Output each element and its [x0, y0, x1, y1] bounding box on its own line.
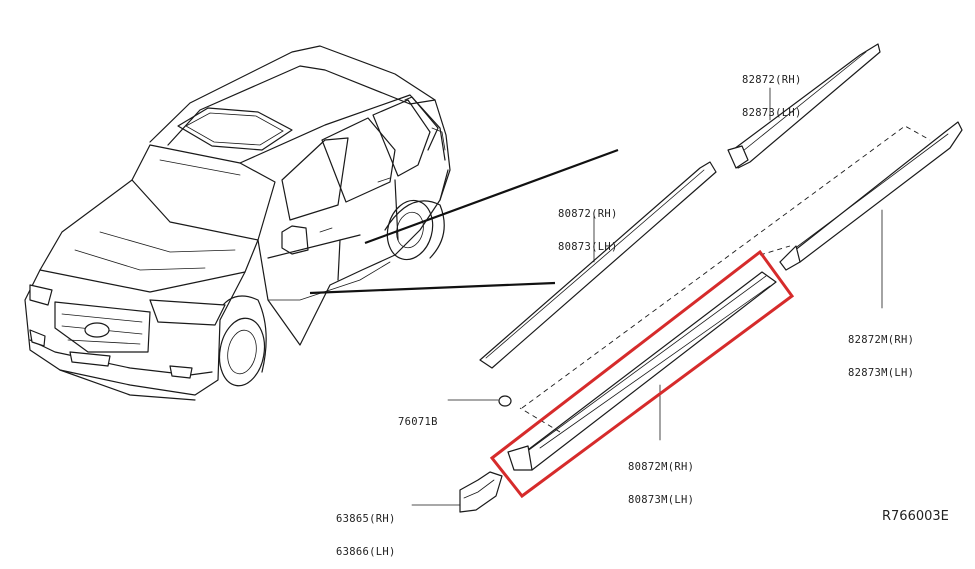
part-rh-80872m: 80872M(RH): [628, 461, 695, 473]
label-80872: 80872(RH) 80873(LH): [558, 187, 618, 264]
part-lh-63866: 63866(LH): [336, 546, 396, 558]
label-80872m: 80872M(RH) 80873M(LH): [628, 440, 694, 517]
bracket-63865: [411, 471, 503, 513]
part-lh-82873m: 82873M(LH): [848, 367, 915, 379]
part-lh-82873: 82873(LH): [742, 107, 802, 119]
part-lh-80873: 80873(LH): [558, 241, 618, 253]
part-lh-80873m: 80873M(LH): [628, 494, 695, 506]
molding-upper-front: [479, 161, 717, 369]
clip-76071b: [447, 395, 512, 407]
part-code-76071b: 76071B: [398, 416, 438, 428]
label-76071b: 76071B: [398, 395, 438, 439]
vehicle-illustration: [24, 45, 451, 401]
assembly-dashed-outline: [519, 125, 931, 433]
molding-upper-rear: [727, 43, 881, 169]
part-rh-80872: 80872(RH): [558, 208, 618, 220]
label-82872m: 82872M(RH) 82873M(LH): [848, 313, 914, 390]
label-63865: 63865(RH) 63866(LH): [336, 492, 396, 569]
part-rh-82872m: 82872M(RH): [848, 334, 915, 346]
reference-code: R766003E: [882, 509, 949, 524]
highlight-box: [489, 249, 795, 499]
direction-arrows: [309, 148, 619, 295]
label-82872: 82872(RH) 82873(LH): [742, 53, 802, 130]
part-rh-63865: 63865(RH): [336, 513, 396, 525]
part-rh-82872: 82872(RH): [742, 74, 802, 86]
molding-lower-rear: [779, 121, 963, 309]
molding-lower-front: [507, 271, 777, 471]
